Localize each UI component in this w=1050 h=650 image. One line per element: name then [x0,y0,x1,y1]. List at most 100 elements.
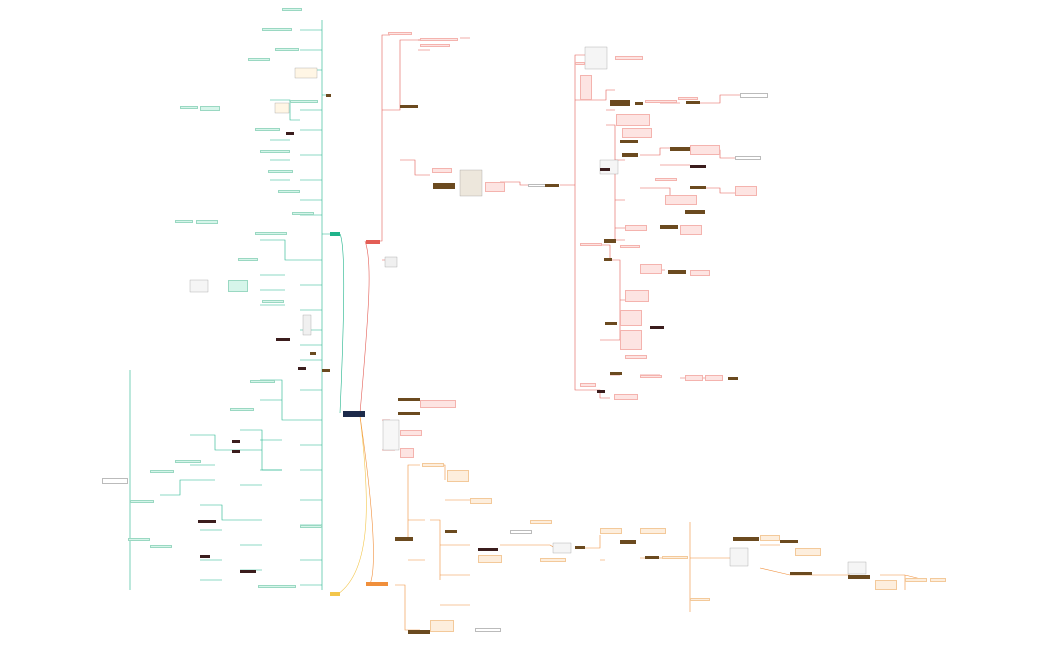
main-branch-red[interactable] [366,240,380,244]
topic-node[interactable] [580,243,602,246]
topic-node[interactable] [130,500,154,503]
topic-node[interactable] [322,369,330,372]
topic-node[interactable] [150,470,174,473]
topic-node[interactable] [298,367,306,370]
topic-node[interactable] [395,537,413,541]
topic-node[interactable] [620,310,642,326]
topic-node[interactable] [620,245,640,248]
topic-node[interactable] [575,546,585,549]
topic-node[interactable] [258,585,296,588]
topic-node[interactable] [640,375,662,378]
topic-node[interactable] [400,105,418,108]
topic-node[interactable] [604,239,616,243]
topic-node[interactable] [690,270,710,276]
topic-node[interactable] [175,220,193,223]
topic-node[interactable] [635,102,643,105]
topic-node[interactable] [400,430,422,436]
topic-node[interactable] [680,225,702,235]
topic-node[interactable] [575,62,585,65]
topic-node[interactable] [604,258,612,261]
note-box[interactable] [740,93,768,98]
topic-node[interactable] [433,183,455,189]
topic-node[interactable] [655,178,677,181]
topic-node[interactable] [230,408,254,411]
topic-node[interactable] [228,280,248,292]
topic-node[interactable] [580,75,592,100]
note-box[interactable] [102,478,128,484]
topic-node[interactable] [240,570,256,573]
topic-node[interactable] [408,630,430,634]
main-branch-green[interactable] [330,232,340,236]
topic-node[interactable] [620,330,642,350]
topic-node[interactable] [540,558,566,562]
topic-node[interactable] [685,210,705,214]
topic-node[interactable] [705,375,723,381]
topic-node[interactable] [400,448,414,458]
note-box[interactable] [510,530,532,534]
topic-node[interactable] [420,38,458,41]
topic-node[interactable] [478,555,502,563]
topic-node[interactable] [447,470,469,482]
topic-node[interactable] [616,114,650,126]
topic-node[interactable] [485,182,505,192]
topic-node[interactable] [478,548,498,551]
topic-node[interactable] [292,212,314,215]
topic-node[interactable] [470,498,492,504]
topic-node[interactable] [660,225,678,229]
topic-node[interactable] [640,528,666,534]
topic-node[interactable] [276,338,290,341]
topic-node[interactable] [665,195,697,205]
topic-node[interactable] [326,94,331,97]
topic-node[interactable] [690,186,706,189]
topic-node[interactable] [760,535,780,541]
topic-node[interactable] [198,520,216,523]
topic-node[interactable] [430,620,454,632]
topic-node[interactable] [678,97,698,100]
topic-node[interactable] [232,440,240,443]
topic-node[interactable] [640,264,662,274]
topic-node[interactable] [733,537,759,541]
topic-node[interactable] [275,48,299,51]
note-box[interactable] [528,184,546,187]
topic-node[interactable] [690,598,710,601]
topic-node[interactable] [597,390,605,393]
topic-node[interactable] [875,580,897,590]
topic-node[interactable] [605,322,617,325]
topic-node[interactable] [690,145,720,155]
topic-node[interactable] [622,153,638,157]
topic-node[interactable] [625,225,647,231]
topic-node[interactable] [262,300,284,303]
topic-node[interactable] [300,525,322,528]
topic-node[interactable] [930,578,946,582]
topic-node[interactable] [790,572,812,575]
topic-node[interactable] [650,326,664,329]
topic-node[interactable] [388,32,412,35]
topic-node[interactable] [600,528,622,534]
topic-node[interactable] [848,575,870,579]
topic-node[interactable] [580,383,596,387]
topic-node[interactable] [645,100,677,103]
topic-node[interactable] [622,128,652,138]
topic-node[interactable] [232,450,240,453]
topic-node[interactable] [200,106,220,111]
topic-node[interactable] [180,106,198,109]
topic-node[interactable] [685,375,703,381]
topic-node[interactable] [686,101,700,104]
topic-node[interactable] [260,150,290,153]
topic-node[interactable] [238,258,258,261]
topic-node[interactable] [670,147,692,151]
topic-node[interactable] [248,58,270,61]
topic-node[interactable] [905,578,927,582]
topic-node[interactable] [175,460,201,463]
topic-node[interactable] [610,100,630,106]
topic-node[interactable] [620,140,638,143]
topic-node[interactable] [200,555,210,558]
topic-node[interactable] [398,398,420,401]
topic-node[interactable] [420,44,450,47]
topic-node[interactable] [610,372,622,375]
topic-node[interactable] [422,463,444,467]
note-box[interactable] [735,156,761,160]
topic-node[interactable] [432,168,452,173]
topic-node[interactable] [780,540,798,543]
topic-node[interactable] [545,184,559,187]
